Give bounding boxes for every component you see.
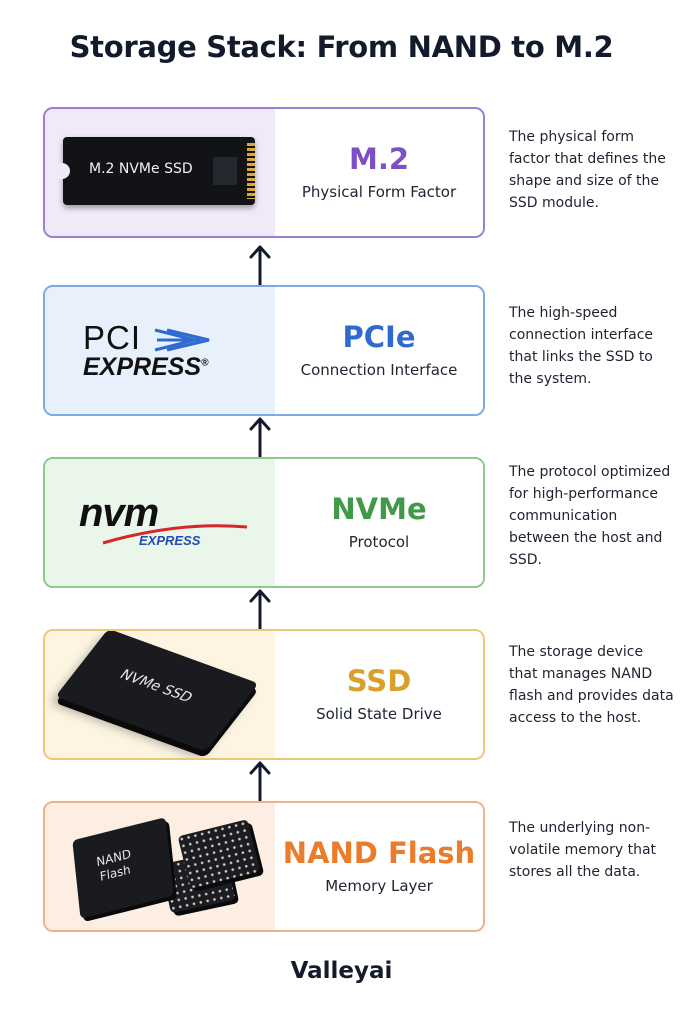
- pci-logo-text: PCI: [83, 319, 142, 356]
- express-logo-text: EXPRESS: [83, 353, 202, 381]
- layer-m2-subtitle: Physical Form Factor: [301, 183, 457, 202]
- layer-pcie-subtitle: Connection Interface: [300, 361, 458, 380]
- layer-m2-description: The physical form factor that defines th…: [509, 129, 666, 211]
- layer-nvme-subtitle: Protocol: [348, 533, 410, 552]
- arrow-up-icon: [249, 245, 271, 286]
- page-title: Storage Stack: From NAND to M.2: [69, 30, 614, 64]
- layer-pcie-description: The high-speed connection interface that…: [509, 305, 654, 387]
- nand-chip-front-icon: NAND Flash: [72, 817, 174, 919]
- ssd-visual: NVMe SSD: [45, 631, 275, 758]
- nvm-logo-text: nvm: [79, 491, 159, 535]
- arrow-up-icon: [249, 761, 271, 802]
- layer-ssd-subtitle: Solid State Drive: [316, 705, 442, 724]
- layer-nand-subtitle: Memory Layer: [325, 877, 433, 896]
- layer-m2-name: M.2: [348, 141, 410, 176]
- arrow-up-icon: [249, 417, 271, 458]
- layer-pcie-label: PCIe Connection Interface: [275, 287, 483, 414]
- layer-nand-name: NAND Flash: [282, 835, 476, 870]
- layer-pcie-name: PCIe: [342, 319, 416, 354]
- layer-m2-label: M.2 Physical Form Factor: [275, 109, 483, 236]
- layer-nvme-card: nvm EXPRESS NVMe Protocol: [43, 457, 485, 588]
- brand-footer: Valleyai: [290, 958, 393, 984]
- pcie-visual: PCI EXPRESS®: [45, 287, 275, 414]
- m2-visual: M.2 NVMe SSD: [45, 109, 275, 236]
- arrow-up-icon: [249, 589, 271, 630]
- layer-nand-label: NAND Flash Memory Layer: [275, 803, 483, 930]
- layer-ssd-card: NVMe SSD SSD Solid State Drive: [43, 629, 485, 760]
- nvme-visual: nvm EXPRESS: [45, 459, 275, 586]
- nand-chip-right-icon: [177, 819, 261, 889]
- layer-nvme-name: NVMe: [331, 491, 427, 526]
- layer-ssd-description: The storage device that manages NAND fla…: [509, 644, 674, 726]
- nvm-swoosh-icon: [102, 524, 248, 545]
- layer-pcie-card: PCI EXPRESS® PCIe Connection Interface: [43, 285, 485, 416]
- layer-ssd-label: SSD Solid State Drive: [275, 631, 483, 758]
- registered-mark: ®: [201, 357, 209, 369]
- nvm-express-text: EXPRESS: [139, 533, 201, 548]
- nand-visual: NAND Flash: [45, 803, 275, 930]
- ssd-drive-label: NVMe SSD: [116, 667, 196, 706]
- layer-nand-card: NAND Flash NAND Flash Memory Layer: [43, 801, 485, 932]
- layer-m2-card: M.2 NVMe SSD M.2 Physical Form Factor: [43, 107, 485, 238]
- m2-stick-label: M.2 NVMe SSD: [89, 161, 193, 177]
- layer-nvme-description: The protocol optimized for high-performa…: [509, 464, 671, 568]
- m2-stick-icon: M.2 NVMe SSD: [58, 137, 255, 205]
- pci-chevron-icon: [154, 328, 210, 352]
- layer-nvme-label: NVMe Protocol: [275, 459, 483, 586]
- nvm-express-logo: nvm EXPRESS: [79, 491, 248, 548]
- layer-ssd-name: SSD: [346, 663, 412, 698]
- pci-express-logo: PCI EXPRESS®: [83, 319, 215, 382]
- ssd-drive-icon: NVMe SSD: [55, 631, 259, 752]
- layer-nand-description: The underlying non-volatile memory that …: [509, 820, 657, 880]
